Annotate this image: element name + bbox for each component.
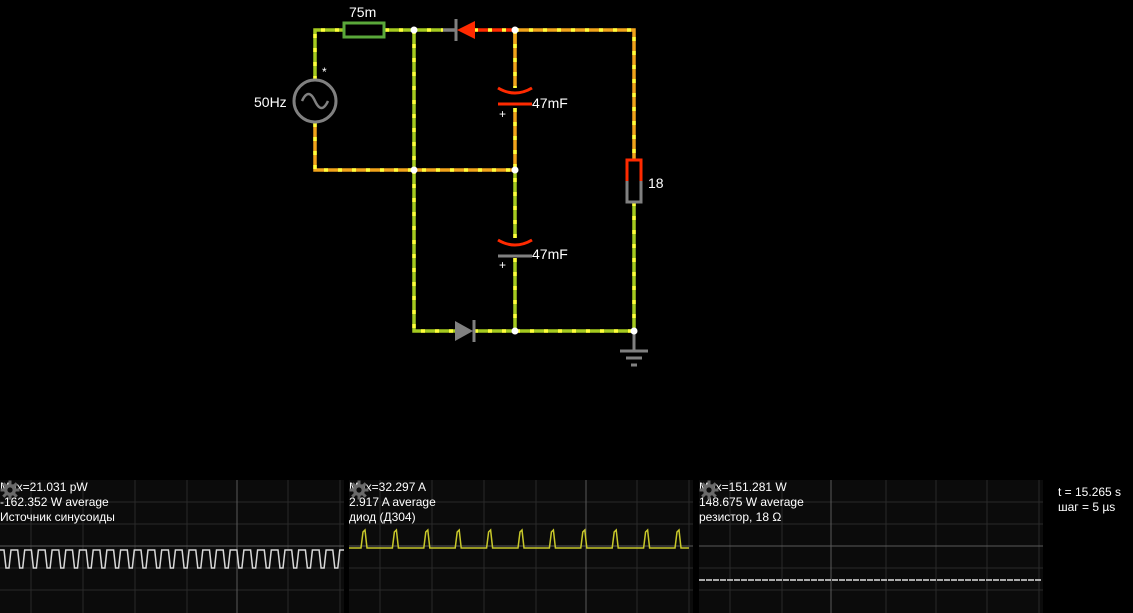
scope-source[interactable]: Max=21.031 pW -162.352 W average Источни… [0,480,344,613]
scope-average: 2.917 A average [349,495,436,509]
scope-average: 148.675 W average [699,495,804,509]
capacitor-top[interactable] [497,86,533,106]
junction-nodes [410,26,638,335]
wire-group-yellow[interactable] [313,28,636,333]
gear-icon[interactable] [0,480,20,500]
circuit-canvas[interactable]: 50Hz * 75m 47mF + 47mF + 18 [0,0,1133,480]
scope-element-name: диод (Д304) [349,510,416,524]
junction-node [410,26,418,34]
diode-top[interactable] [443,19,475,41]
wire-group-orange[interactable] [313,28,636,172]
scope-element-name: Источник синусоиды [0,510,115,524]
capacitor-bottom[interactable] [497,238,533,258]
diode-arrow-icon [457,21,475,39]
scope-trace [0,549,344,569]
scope-element-name: резистор, 18 Ω [699,510,782,524]
scope-trace [349,528,689,549]
source-marker: * [322,65,327,79]
junction-node [511,26,519,34]
scope-diode[interactable]: Max=32.297 A 2.917 A average диод (Д304) [349,480,693,613]
sine-icon [300,92,330,110]
scope-max: Max=21.031 pW [0,480,88,494]
diode-bottom[interactable] [455,320,476,342]
current-dots [313,28,636,333]
wire-source-to-inductor[interactable] [313,28,343,80]
sim-time: t = 15.265 s [1058,485,1122,499]
junction-node [410,166,418,174]
gear-icon[interactable] [699,480,719,500]
scope-grid [699,480,1043,613]
simulation-info: t = 15.265 s шаг = 5 µs [1058,485,1121,515]
scope-grid [349,480,693,613]
ground-icon[interactable] [620,331,648,367]
scope-max: Max=151.281 W [699,480,787,494]
source-frequency-label: 50Hz [254,94,287,110]
capacitor-top-polarity: + [499,107,506,121]
wire-left-vertical[interactable] [412,30,455,333]
capacitor-bottom-polarity: + [499,258,506,272]
gear-icon[interactable] [349,480,369,500]
scope-grid [0,480,344,613]
sim-step: шаг = 5 µs [1058,500,1116,514]
capacitor-bottom-label: 47mF [532,246,568,262]
ac-source[interactable] [292,78,338,124]
junction-node [511,327,519,335]
resistor[interactable] [625,158,643,204]
capacitor-top-label: 47mF [532,95,568,111]
wire-top-right[interactable] [515,28,636,160]
inductor[interactable] [342,21,386,39]
junction-node [511,166,519,174]
scope-resistor[interactable]: Max=151.281 W 148.675 W average резистор… [699,480,1043,613]
inductor-label: 75m [349,4,376,20]
diode-arrow-icon [455,321,473,341]
scope-average: -162.352 W average [0,495,109,509]
resistor-label: 18 [648,175,664,191]
junction-node [630,327,638,335]
